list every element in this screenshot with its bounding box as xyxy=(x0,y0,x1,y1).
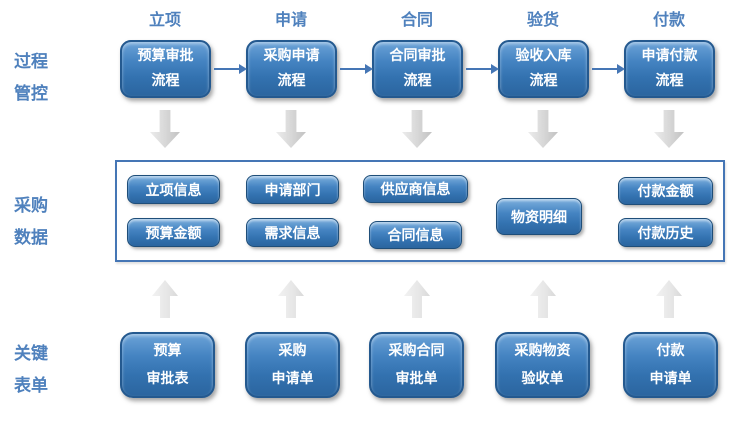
right-arrow-icon xyxy=(340,64,373,74)
form-box-line: 审批单 xyxy=(395,371,438,387)
process-box-line: 采购申请 xyxy=(263,48,320,64)
data-chip-budget-amount: 预算金额 xyxy=(127,218,220,247)
right-arrow-icon xyxy=(466,64,499,74)
form-box-line: 采购物资 xyxy=(514,343,571,359)
data-chip-material-detail: 物资明细 xyxy=(496,198,582,235)
form-box-line: 付款 xyxy=(656,343,685,359)
stage-label-payment: 付款 xyxy=(652,10,685,29)
form-box-material-acceptance-form: 采购物资 验收单 xyxy=(495,332,590,398)
side-label-line: 数据 xyxy=(14,228,48,248)
stage-label-contract: 合同 xyxy=(400,10,433,29)
down-arrow-icon xyxy=(654,110,684,148)
form-box-line: 申请单 xyxy=(649,371,692,387)
process-box-line: 流程 xyxy=(529,73,558,89)
up-arrow-icon xyxy=(404,280,430,318)
process-box-receiving-warehousing: 验收入库 流程 xyxy=(498,40,589,98)
right-arrow-icon xyxy=(592,64,625,74)
data-chip-demand-info: 需求信息 xyxy=(246,218,339,247)
process-box-purchase-request: 采购申请 流程 xyxy=(246,40,337,98)
process-box-line: 申请付款 xyxy=(641,48,698,64)
process-box-line: 合同审批 xyxy=(389,48,446,64)
data-chip-contract-info: 合同信息 xyxy=(369,221,462,249)
form-box-line: 申请单 xyxy=(271,371,314,387)
side-label-line: 关键 xyxy=(14,344,48,364)
data-chip-payment-amount: 付款金额 xyxy=(618,177,713,205)
up-arrow-icon xyxy=(152,280,178,318)
process-box-line: 预算审批 xyxy=(137,48,194,64)
process-box-payment-request: 申请付款 流程 xyxy=(624,40,715,98)
side-label-line: 过程 xyxy=(14,52,48,72)
stage-label-inspection: 验货 xyxy=(526,10,559,29)
down-arrow-icon xyxy=(528,110,558,148)
form-box-contract-approval-form: 采购合同 审批单 xyxy=(369,332,464,398)
side-label-line: 表单 xyxy=(14,376,48,396)
process-box-line: 流程 xyxy=(277,73,306,89)
form-box-purchase-request-form: 采购 申请单 xyxy=(245,332,340,398)
form-box-payment-request-form: 付款 申请单 xyxy=(623,332,718,398)
right-arrow-icon xyxy=(214,64,247,74)
stage-label-project-initiation: 立项 xyxy=(148,10,181,29)
form-box-line: 采购合同 xyxy=(388,343,445,359)
up-arrow-icon xyxy=(656,280,682,318)
down-arrow-icon xyxy=(276,110,306,148)
data-chip-request-department: 申请部门 xyxy=(246,175,339,204)
form-box-budget-approval-form: 预算 审批表 xyxy=(120,332,215,398)
process-box-line: 流程 xyxy=(151,73,180,89)
down-arrow-icon xyxy=(150,110,180,148)
data-chip-payment-history: 付款历史 xyxy=(618,218,713,247)
up-arrow-icon xyxy=(278,280,304,318)
side-label-process-control: 过程管控 xyxy=(14,46,48,110)
form-box-line: 审批表 xyxy=(146,371,189,387)
form-box-line: 采购 xyxy=(278,343,307,359)
form-box-line: 预算 xyxy=(153,343,182,359)
data-chip-project-info: 立项信息 xyxy=(127,175,220,204)
data-chip-supplier-info: 供应商信息 xyxy=(363,175,468,203)
process-box-line: 流程 xyxy=(655,73,684,89)
side-label-line: 采购 xyxy=(14,196,48,216)
process-box-contract-approval: 合同审批 流程 xyxy=(372,40,463,98)
process-box-budget-approval: 预算审批 流程 xyxy=(120,40,211,98)
process-box-line: 流程 xyxy=(403,73,432,89)
up-arrow-icon xyxy=(530,280,556,318)
side-label-procurement-data: 采购数据 xyxy=(14,190,48,254)
form-box-line: 验收单 xyxy=(521,371,564,387)
process-box-line: 验收入库 xyxy=(515,48,572,64)
side-label-line: 管控 xyxy=(14,84,48,104)
stage-label-application: 申请 xyxy=(274,10,307,29)
side-label-key-forms: 关键表单 xyxy=(14,338,48,402)
down-arrow-icon xyxy=(402,110,432,148)
